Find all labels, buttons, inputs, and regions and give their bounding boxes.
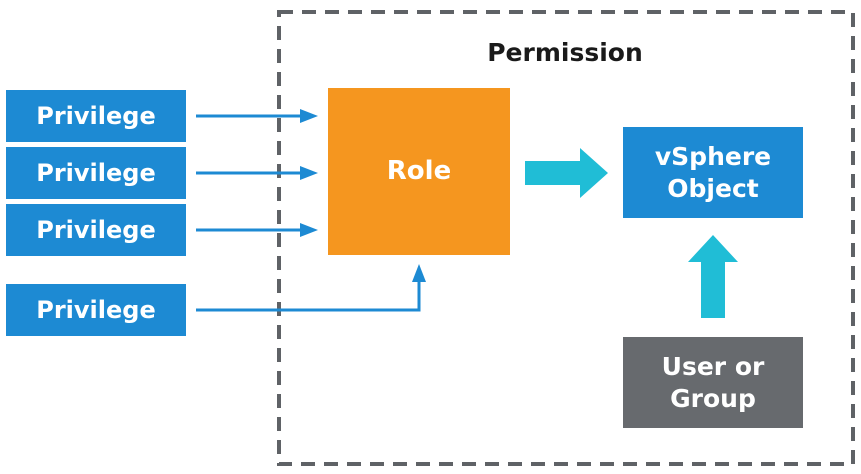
user-group-line2: Group xyxy=(670,383,756,413)
permission-title: Permission xyxy=(487,38,643,67)
privilege-box-3: Privilege xyxy=(6,204,186,256)
permission-boundary xyxy=(277,10,855,466)
vsphere-object-line1: vSphere xyxy=(654,142,772,172)
user-group-line1: User or xyxy=(661,352,765,382)
privilege-box-1: Privilege xyxy=(6,90,186,142)
privilege-box-2: Privilege xyxy=(6,147,186,199)
privilege-arrow-1 xyxy=(196,109,318,123)
privilege-arrow-2 xyxy=(196,166,318,180)
user-group-box: User or Group xyxy=(623,337,803,428)
vsphere-object-line2: Object xyxy=(667,173,759,203)
vsphere-object-box: vSphere Object xyxy=(623,127,803,218)
role-box: Role xyxy=(328,88,510,255)
privilege-arrow-4 xyxy=(196,264,426,312)
user-to-object-arrow xyxy=(688,235,738,318)
privilege-box-4: Privilege xyxy=(6,284,186,336)
role-to-object-arrow xyxy=(525,148,608,198)
privilege-arrow-3 xyxy=(196,223,318,237)
